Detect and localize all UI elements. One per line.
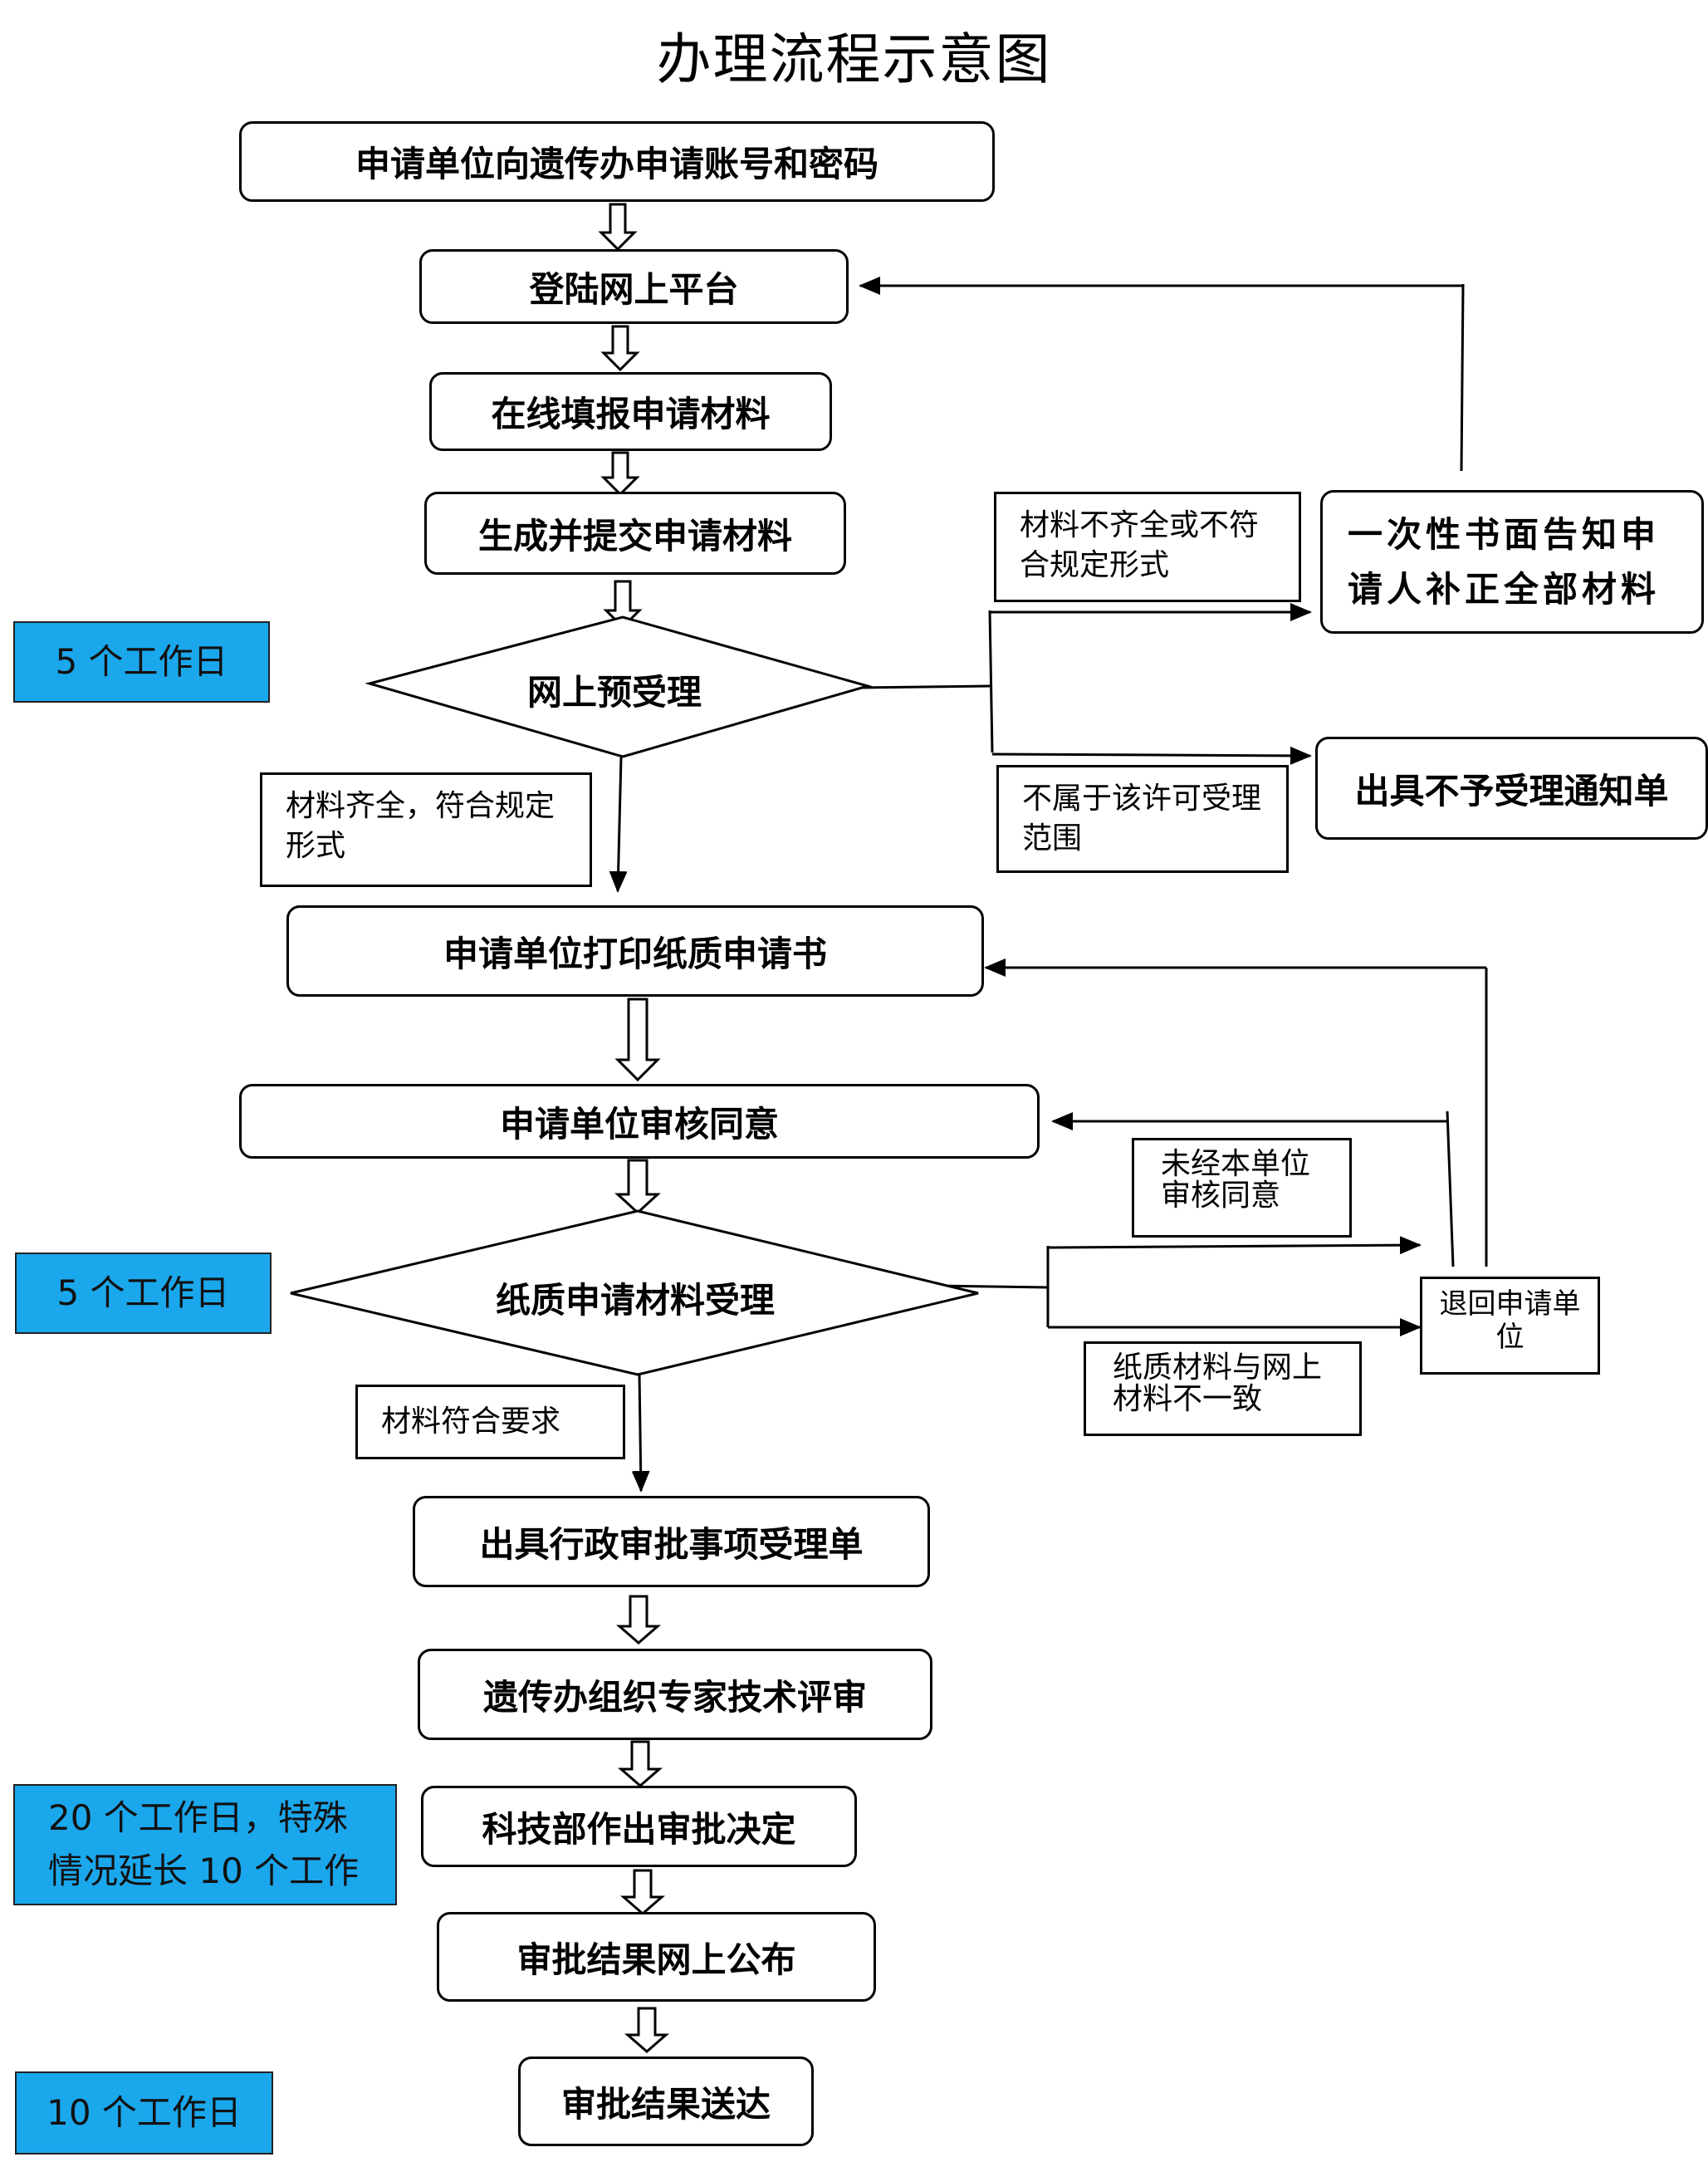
condition-out-of-scope-label: 不属于该许可受理范围	[1022, 782, 1262, 855]
condition-paper-online-mismatch: 纸质材料与网上材料不一致	[1084, 1341, 1362, 1436]
step-accept-form: 出具行政审批事项受理单	[413, 1496, 930, 1587]
step-publish-online: 审批结果网上公布	[437, 1912, 876, 2002]
condition-not-approved-by-unit: 未经本单位审核同意	[1132, 1138, 1352, 1238]
step-unit-review: 申请单位审核同意	[239, 1084, 1040, 1159]
step-login: 登陆网上平台	[419, 249, 849, 324]
branch-vertical	[988, 610, 994, 753]
step-apply-account: 申请单位向遗传办申请账号和密码	[239, 121, 995, 202]
step-not-accept-notice-label: 出具不予受理通知单	[1354, 770, 1669, 811]
time-limit-review-decision-label: 20 个工作日，特殊情况延长 10 个工作	[48, 1797, 360, 1891]
branch-stem	[856, 684, 991, 689]
step-generate-submit: 生成并提交申请材料	[424, 492, 846, 575]
step-print-paper-label: 申请单位打印纸质申请书	[443, 933, 827, 974]
hollow-arrows	[598, 203, 670, 2053]
step-notify-supplement: 一次性书面告知申请人补正全部材料	[1320, 490, 1704, 634]
hollow-arrow-7	[615, 1595, 662, 1645]
step-ministry-decision-label: 科技部作出审批决定	[482, 1808, 796, 1850]
line-to-print	[609, 757, 628, 893]
step-publish-online-label: 审批结果网上公布	[516, 1939, 796, 1980]
hollow-arrow-5	[614, 998, 661, 1082]
step-apply-account-label: 申请单位向遗传办申请账号和密码	[355, 144, 878, 184]
return-to-review-up	[1446, 1110, 1455, 1267]
step-notify-supplement-label: 一次性书面告知申请人补正全部材料	[1348, 513, 1661, 610]
step-accept-form-label: 出具行政审批事项受理单	[479, 1523, 864, 1565]
step-return-unit-label: 退回申请单位	[1439, 1287, 1581, 1354]
condition-complete: 材料齐全，符合规定形式	[260, 772, 592, 887]
page-title: 办理流程示意图	[656, 27, 1052, 91]
line-to-accept-form	[631, 1372, 650, 1493]
step-expert-review: 遗传办组织专家技术评审	[418, 1649, 932, 1740]
time-limit-delivery-label: 10 个工作日	[46, 2092, 242, 2133]
paper-branch-upper	[1047, 1236, 1422, 1255]
step-unit-review-label: 申请单位审核同意	[499, 1103, 779, 1145]
time-limit-pre-accept-label: 5 个工作日	[55, 641, 228, 682]
decision-diamond-pre-accept	[365, 615, 873, 758]
step-generate-submit-label: 生成并提交申请材料	[477, 515, 792, 556]
time-limit-paper-accept: 5 个工作日	[15, 1253, 272, 1334]
condition-paper-online-mismatch-label: 纸质材料与网上材料不一致	[1113, 1351, 1323, 1416]
step-deliver-result-label: 审批结果送达	[560, 2083, 771, 2125]
time-limit-pre-accept: 5 个工作日	[13, 621, 270, 703]
step-fill-online: 在线填报申请材料	[429, 372, 832, 451]
step-not-accept-notice: 出具不予受理通知单	[1315, 737, 1708, 840]
step-login-label: 登陆网上平台	[529, 268, 739, 310]
time-limit-delivery: 10 个工作日	[15, 2071, 273, 2155]
condition-out-of-scope: 不属于该许可受理范围	[996, 765, 1289, 873]
condition-incomplete: 材料不齐全或不符合规定形式	[994, 492, 1301, 602]
step-print-paper: 申请单位打印纸质申请书	[286, 905, 984, 997]
hollow-arrow-2	[600, 325, 640, 372]
step-deliver-result: 审批结果送达	[518, 2057, 814, 2146]
condition-meets-requirements-label: 材料符合要求	[381, 1405, 561, 1439]
step-return-unit: 退回申请单位	[1420, 1277, 1600, 1375]
condition-incomplete-label: 材料不齐全或不符合规定形式	[1020, 508, 1260, 582]
feedback-line-up	[1460, 283, 1465, 472]
hollow-arrow-1	[598, 203, 638, 252]
step-ministry-decision: 科技部作出审批决定	[421, 1786, 857, 1867]
step-expert-review-label: 遗传办组织专家技术评审	[482, 1676, 867, 1718]
hollow-arrow-9	[619, 1869, 666, 1915]
hollow-arrow-3	[600, 451, 640, 497]
branch-to-not-accept	[991, 746, 1312, 765]
condition-complete-label: 材料齐全，符合规定形式	[286, 789, 555, 863]
step-fill-online-label: 在线填报申请材料	[491, 394, 771, 434]
decision-paper-accept-label: 纸质申请材料受理	[495, 1280, 775, 1321]
hollow-arrow-10	[624, 2007, 670, 2053]
decision-pre-accept-label: 网上预受理	[526, 672, 702, 713]
decision-diamond-paper-accept	[290, 1209, 979, 1376]
condition-meets-requirements: 材料符合要求	[355, 1385, 625, 1459]
time-limit-review-decision: 20 个工作日，特殊情况延长 10 个工作	[13, 1784, 397, 1905]
time-limit-paper-accept-label: 5 个工作日	[56, 1272, 230, 1313]
hollow-arrow-6	[614, 1159, 661, 1215]
paper-branch-stem	[937, 1284, 1049, 1289]
hollow-arrow-8	[617, 1740, 663, 1787]
condition-not-approved-by-unit-label: 未经本单位审核同意	[1161, 1147, 1311, 1213]
